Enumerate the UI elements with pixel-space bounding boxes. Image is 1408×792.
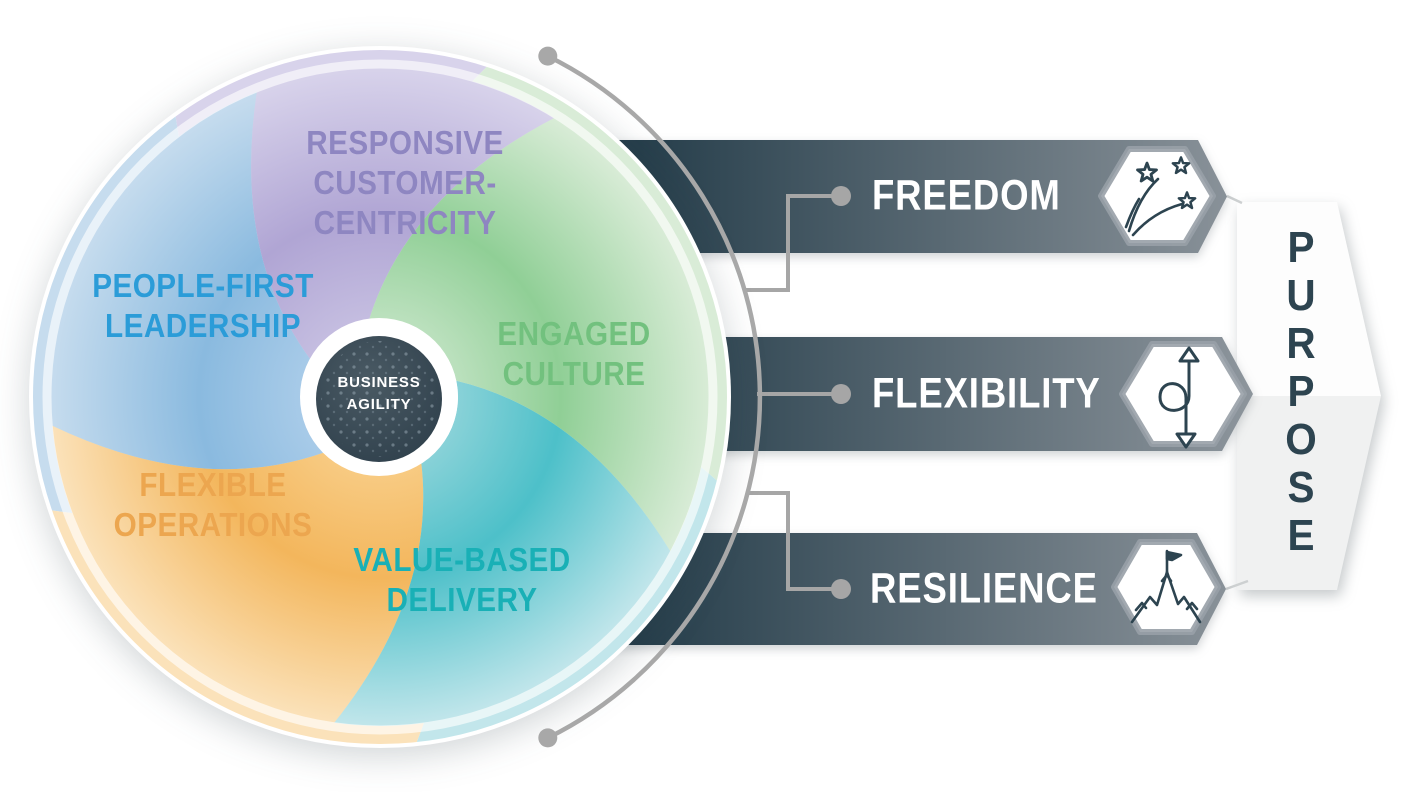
freedom-tip-link — [1226, 194, 1243, 205]
freedom-connector — [743, 194, 832, 292]
freedom-dot — [831, 186, 851, 206]
connector-dots — [831, 186, 851, 599]
resilience-banner — [590, 533, 1226, 645]
connectors — [743, 194, 832, 591]
resilience-dot — [831, 579, 851, 599]
purpose-arrow-top — [1237, 202, 1381, 396]
business-agility-wheel — [29, 46, 731, 748]
petal-flexible-operations — [52, 425, 424, 723]
purpose-arrow — [1237, 202, 1381, 590]
petal-responsive-customer-centricity — [251, 67, 555, 361]
mountain-flag-icon — [1130, 549, 1202, 624]
flexibility-dot — [831, 384, 851, 404]
flexibility-hexagon — [1119, 341, 1247, 449]
freedom-banner — [590, 140, 1227, 253]
freedom-hexagon — [1098, 146, 1216, 246]
wheel-track-ring — [42, 59, 718, 735]
center-hub-dots — [321, 341, 437, 457]
arc-top-dot — [538, 46, 558, 66]
purpose-arrow-bottom — [1237, 396, 1381, 590]
petal-engaged-culture — [369, 118, 710, 552]
flexibility-banner — [590, 337, 1253, 451]
resilience-tip-link — [1225, 579, 1249, 591]
shooting-stars-icon — [1124, 156, 1197, 237]
tip-links — [1225, 194, 1249, 591]
loop-arrow-icon — [1158, 346, 1200, 449]
resilience-hexagon — [1111, 539, 1221, 635]
wheel-outer-edge — [29, 46, 731, 748]
petal-people-first-leadership — [51, 91, 325, 470]
petal-value-based-delivery — [334, 380, 671, 727]
arc-bottom-dot — [538, 728, 558, 748]
resilience-connector — [748, 491, 832, 591]
guide-arc — [538, 46, 763, 748]
banners — [590, 140, 1253, 645]
